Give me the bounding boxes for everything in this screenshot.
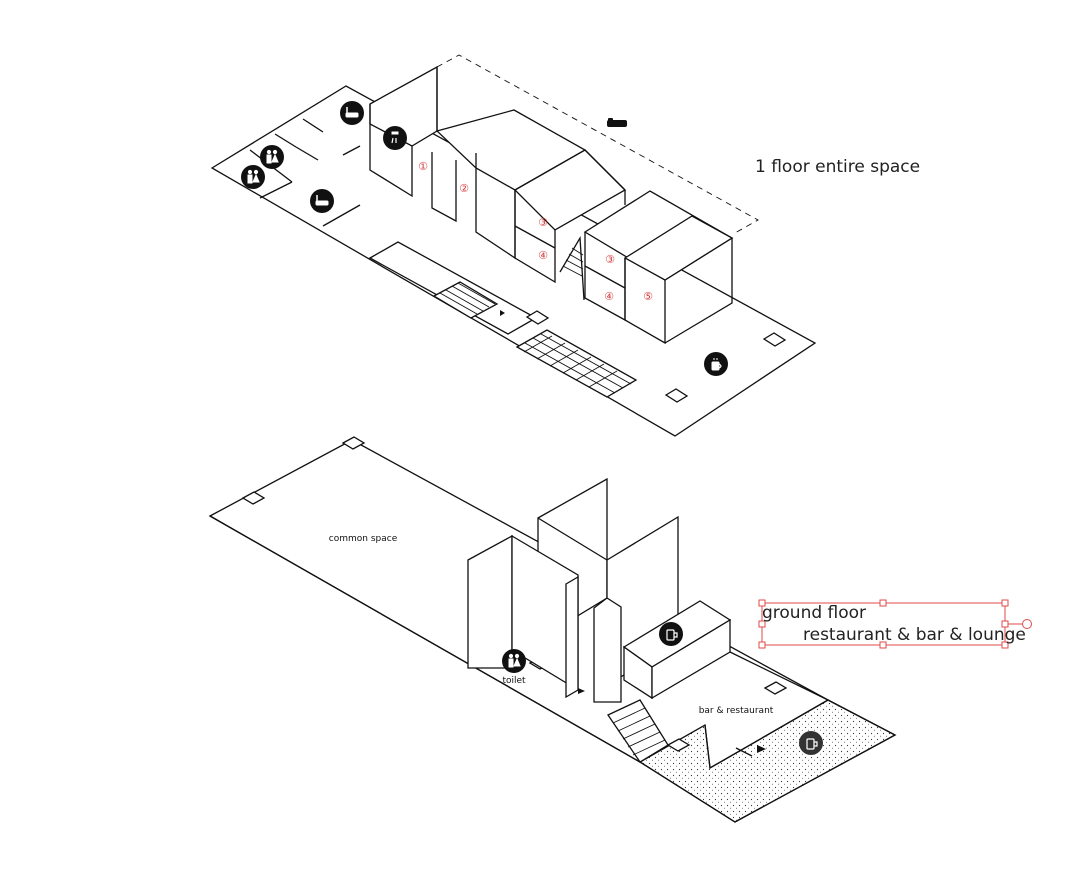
restroom-icon <box>502 649 526 673</box>
room-number-3a: ③ <box>538 216 548 229</box>
bathtub-icon <box>340 101 364 125</box>
bathtub-icon <box>310 189 334 213</box>
upper-floor-title: 1 floor entire space <box>755 157 920 177</box>
resize-handle[interactable] <box>879 641 887 649</box>
resize-handle[interactable] <box>1001 641 1009 649</box>
resize-handle[interactable] <box>1001 620 1009 628</box>
room-number-5: ⑤ <box>643 290 653 303</box>
upper-left-partitions <box>249 118 361 227</box>
toilet-label: toilet <box>502 676 526 686</box>
entry-arrow-icon <box>578 688 585 694</box>
ground-floor-title-selection[interactable]: ground floor restaurant & bar & lounge <box>758 599 1032 649</box>
rotation-handle[interactable] <box>1022 619 1032 629</box>
resize-handle[interactable] <box>758 620 766 628</box>
upper-columns <box>525 310 787 403</box>
room-1-walls <box>369 65 438 198</box>
common-space-label: common space <box>329 534 398 544</box>
bar-area-outline <box>704 651 830 770</box>
bed-icon <box>607 118 627 127</box>
restroom-icon <box>241 165 265 189</box>
room-number-3b: ③ <box>605 253 615 266</box>
upper-dashed-outline <box>436 54 759 234</box>
ground-floor-plan: common space toilet bar & restaurant gro… <box>208 436 1032 823</box>
room-number-4a: ④ <box>538 249 548 262</box>
ground-stairs <box>607 699 669 763</box>
resize-handle[interactable] <box>758 599 766 607</box>
resize-handle[interactable] <box>758 641 766 649</box>
resize-handle[interactable] <box>879 599 887 607</box>
upper-floor-plan: ① ② ③ ④ ③ ④ ⑤ <box>210 54 920 437</box>
resize-handle[interactable] <box>1001 599 1009 607</box>
restroom-icon <box>260 145 284 169</box>
entry-door <box>735 745 766 757</box>
coffee-cup-icon <box>704 352 728 376</box>
beer-mug-icon <box>799 731 823 755</box>
beer-mug-icon <box>659 622 683 646</box>
upper-stairs <box>368 241 638 398</box>
room-block-a <box>435 109 627 284</box>
room-block-b <box>583 190 734 345</box>
shower-icon <box>383 126 407 150</box>
ground-floor-title-line2: restaurant & bar & lounge <box>803 625 1026 645</box>
room-number-4b: ④ <box>604 290 614 303</box>
ground-floor-title-line1: ground floor <box>762 603 866 623</box>
room-number-2: ② <box>459 182 469 195</box>
bar-restaurant-label: bar & restaurant <box>699 706 774 716</box>
inner-stair <box>559 235 585 301</box>
room-number-1: ① <box>418 160 428 173</box>
